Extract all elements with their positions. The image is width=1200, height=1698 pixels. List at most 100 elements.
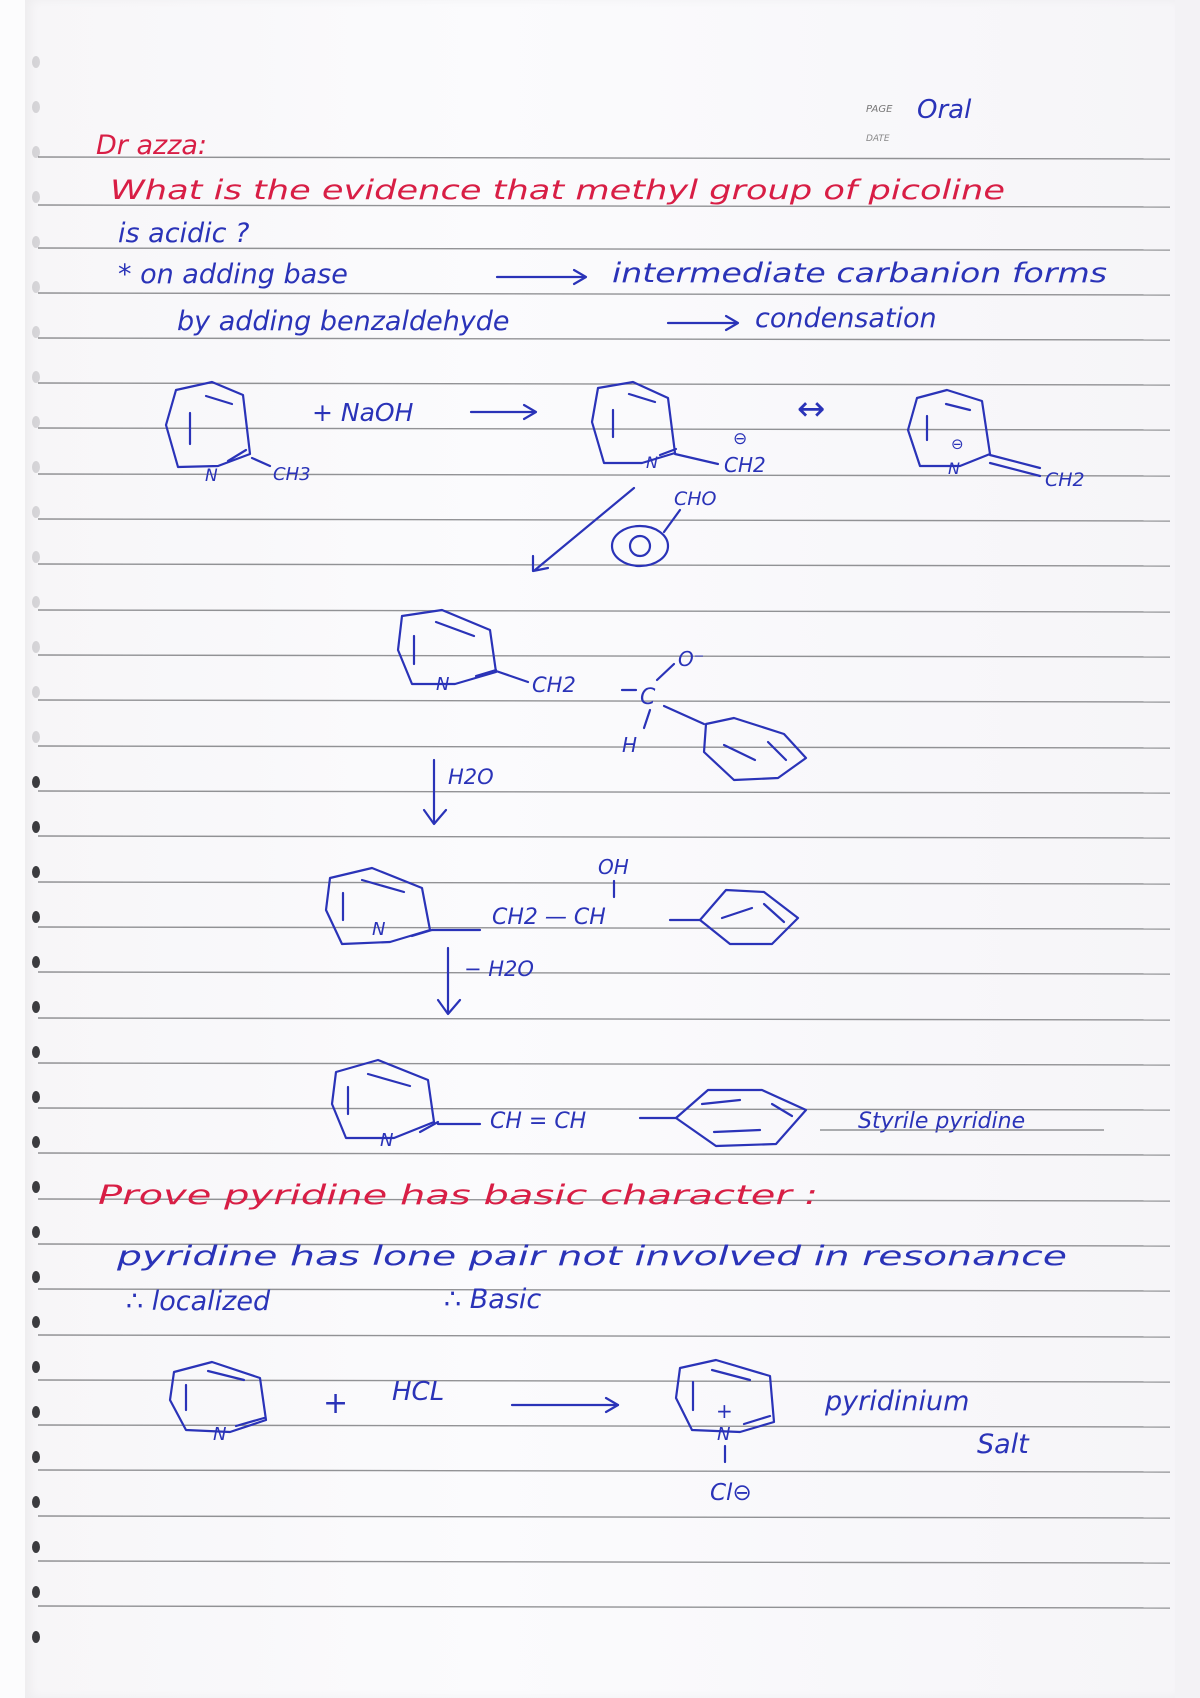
point1-right: intermediate carbanion forms — [612, 258, 1107, 289]
point1-left: * on adding base — [118, 259, 348, 290]
page-value: Oral — [917, 95, 972, 125]
spiral-hole — [32, 371, 40, 383]
ruled-line — [37, 609, 1171, 613]
ruled-line — [37, 247, 1171, 251]
ruled-line — [37, 518, 1171, 522]
hcl-reagent: HCL — [392, 1377, 444, 1407]
styryl-n: N — [380, 1130, 393, 1151]
carbanion-n: N — [646, 453, 658, 472]
pyridine-n: N — [213, 1424, 226, 1445]
spiral-hole — [32, 1136, 40, 1148]
styryl-pyridine-ring — [330, 1058, 440, 1140]
ruled-line — [37, 563, 1171, 567]
spiral-hole — [32, 1631, 40, 1643]
ruled-line — [37, 881, 1171, 885]
ruled-line — [37, 1288, 1171, 1292]
spiral-hole — [32, 416, 40, 428]
arrowhead — [436, 998, 462, 1016]
point2-left: by adding benzaldehyde — [177, 306, 510, 337]
ruled-line — [37, 971, 1171, 975]
spiral-hole — [32, 1046, 40, 1058]
spiral-hole — [32, 1001, 40, 1013]
spiral-hole — [32, 101, 40, 113]
pyridinium-ring — [674, 1358, 776, 1434]
spiral-hole — [32, 56, 40, 68]
ruled-line — [37, 654, 1171, 658]
resonance-charge: ⊖ — [951, 435, 964, 453]
ruled-lines — [37, 156, 1171, 1609]
aldol-h: H — [622, 733, 637, 757]
spiral-hole — [32, 1541, 40, 1553]
spiral-hole — [32, 146, 40, 158]
styryl-phenyl-ring — [674, 1088, 808, 1148]
aldol-o: O⁻ — [678, 647, 704, 671]
picoline-n: N — [205, 466, 218, 486]
ruled-line — [37, 473, 1171, 477]
ruled-line — [37, 1560, 1171, 1564]
alcohol-n: N — [372, 919, 385, 940]
spiral-hole — [32, 686, 40, 698]
spiral-hole — [32, 551, 40, 563]
question-line: What is the evidence that methyl group o… — [110, 175, 1005, 206]
c-o-bond — [655, 662, 676, 682]
spiral-hole — [32, 731, 40, 743]
hydration-label: H2O — [448, 765, 494, 789]
ruled-line — [37, 337, 1171, 341]
spiral-hole — [32, 776, 40, 788]
resonance-arrow: ↔ — [797, 389, 826, 429]
picoline-ring — [164, 380, 252, 469]
spiral-hole — [32, 191, 40, 203]
section2-line2-left: ∴ localized — [126, 1286, 271, 1317]
spiral-hole — [32, 281, 40, 293]
spiral-hole — [32, 506, 40, 518]
section2-line2-right: ∴ Basic — [444, 1284, 541, 1315]
methyl-label: CH3 — [273, 464, 311, 485]
naoh-reagent: + NaOH — [312, 398, 414, 427]
carbanion-ring — [590, 380, 678, 465]
spiral-hole — [32, 1226, 40, 1238]
ruled-line — [37, 1198, 1171, 1202]
section2-line1: pyridine has lone pair not involved in r… — [116, 1241, 1067, 1272]
aldol-c: C — [640, 685, 656, 710]
product2-line2: Salt — [977, 1429, 1030, 1460]
ruled-line — [37, 204, 1171, 208]
spiral-hole — [32, 911, 40, 923]
alcohol-chain: CH2 — CH — [492, 905, 606, 930]
carbanion-charge: ⊖ — [733, 429, 747, 449]
spiral-edge — [0, 0, 25, 1698]
ruled-line — [37, 926, 1171, 930]
aldol-ch2: CH2 — [532, 673, 576, 697]
c-ph-bond — [662, 704, 706, 726]
scheme2-plus: + — [323, 1386, 348, 1421]
spiral-hole — [32, 1091, 40, 1103]
ruled-line — [37, 292, 1171, 296]
arrowhead — [531, 554, 550, 573]
alcohol-oh: OH — [598, 855, 629, 879]
ruled-line — [37, 1152, 1171, 1156]
spiral-hole — [32, 236, 40, 248]
arrowhead — [422, 808, 448, 826]
spiral-hole — [32, 596, 40, 608]
arrowhead — [724, 314, 740, 332]
dehydration-label: − H2O — [464, 957, 534, 981]
ruled-line — [37, 835, 1171, 839]
ruled-line — [37, 1424, 1171, 1428]
ruled-line — [37, 745, 1171, 749]
notebook-page — [25, 0, 1175, 1698]
point2-right: condensation — [755, 303, 937, 334]
spiral-hole — [32, 1181, 40, 1193]
alcohol-phenyl-ring — [698, 888, 800, 946]
carbanion-ch2: CH2 — [724, 453, 766, 477]
arrowhead — [572, 268, 588, 286]
aldol-pyridine-ring — [396, 608, 498, 686]
spiral-hole — [32, 821, 40, 833]
spiral-hole — [32, 326, 40, 338]
ruled-line — [37, 1243, 1171, 1247]
author-heading: Dr azza: — [96, 130, 207, 161]
pyridine-ring — [168, 1360, 268, 1434]
aldol-phenyl-ring — [702, 716, 808, 782]
spiral-hole — [32, 1316, 40, 1328]
ruled-line — [37, 1062, 1171, 1066]
aldol-n: N — [436, 674, 449, 695]
alkene-chain: CH = CH — [490, 1109, 586, 1134]
